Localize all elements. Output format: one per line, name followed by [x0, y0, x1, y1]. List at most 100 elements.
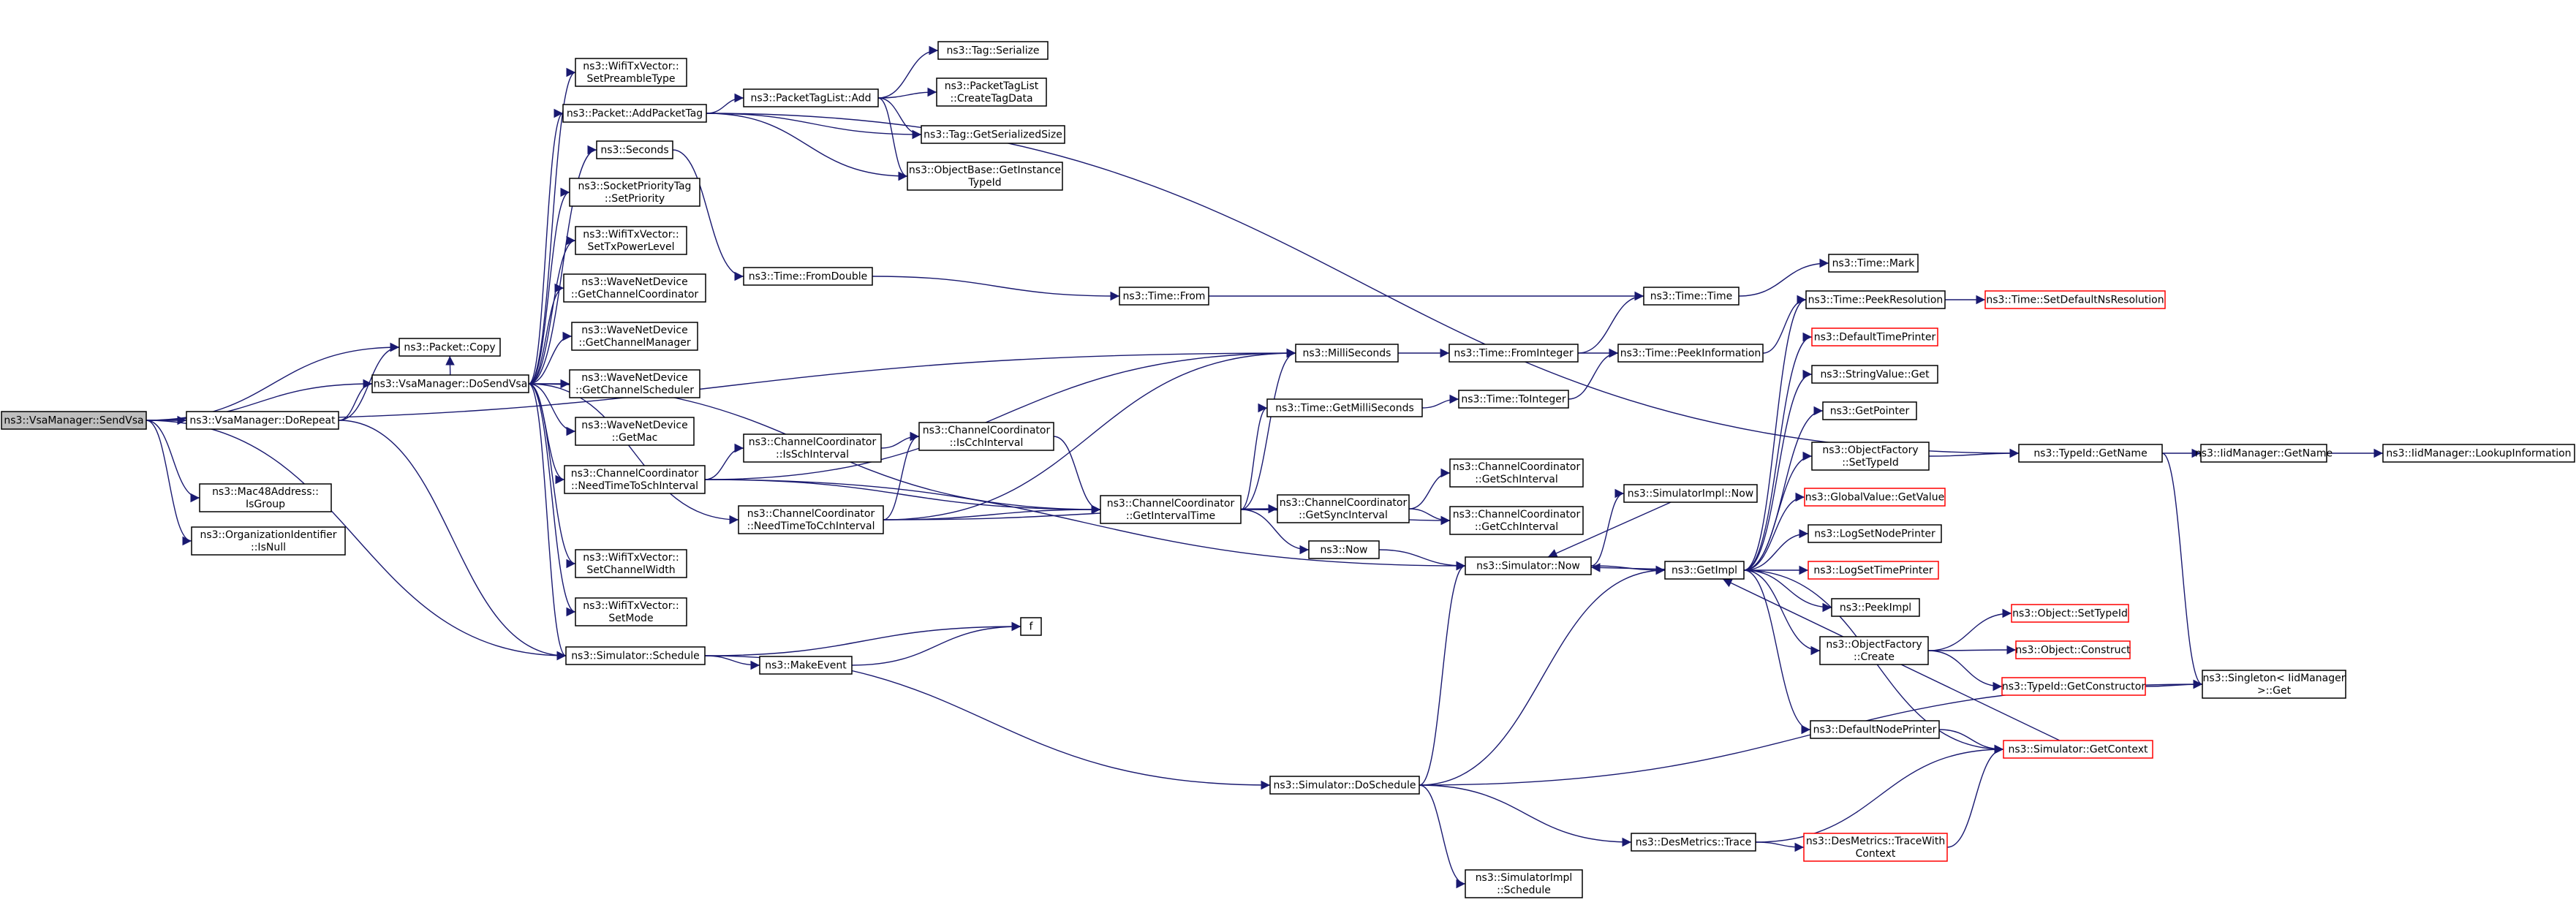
- node-orgnull[interactable]: ns3::OrganizationIdentifier::IsNull: [191, 526, 346, 556]
- node-box: [1295, 344, 1399, 363]
- node-desmtrace[interactable]: ns3::DesMetrics::Trace: [1631, 833, 1756, 852]
- node-timetime[interactable]: ns3::Time::Time: [1643, 287, 1740, 306]
- node-label: ns3::MilliSeconds: [1303, 348, 1391, 360]
- node-getinterval[interactable]: ns3::ChannelCoordinator::GetIntervalTime: [1100, 495, 1242, 524]
- node-getcch[interactable]: ns3::ChannelCoordinator::GetCchInterval: [1449, 506, 1584, 535]
- node-objconstruct[interactable]: ns3::Object::Construct: [2015, 640, 2131, 659]
- node-ofsettype[interactable]: ns3::ObjectFactory::SetTypeId: [1811, 442, 1930, 471]
- edge-ofcreate-to-objconstruct: [1927, 645, 2017, 655]
- node-getmillis[interactable]: ns3::Time::GetMilliSeconds: [1266, 398, 1423, 417]
- node-gvgetvalue[interactable]: ns3::GlobalValue::GetValue: [1804, 488, 1946, 507]
- node-ptlAdd[interactable]: ns3::PacketTagList::Add: [743, 88, 879, 107]
- node-preamble[interactable]: ns3::WifiTxVector::SetPreambleType: [575, 58, 687, 87]
- node-seconds[interactable]: ns3::Seconds: [596, 140, 673, 159]
- edge-typeidname-to-singleton: [2161, 452, 2203, 689]
- node-simimplnow[interactable]: ns3::SimulatorImpl::Now: [1623, 484, 1758, 503]
- node-tagsize[interactable]: ns3::Tag::GetSerializedSize: [921, 125, 1065, 144]
- node-box: [1119, 287, 1209, 306]
- edge-simnow-to-simimplnow: [1590, 488, 1625, 567]
- node-millis[interactable]: ns3::MilliSeconds: [1295, 344, 1399, 363]
- node-schedule[interactable]: ns3::Simulator::Schedule: [565, 646, 706, 665]
- node-label: ns3::Object::Construct: [2015, 645, 2131, 656]
- node-getchmgr[interactable]: ns3::WaveNetDevice::GetChannelManager: [571, 322, 698, 351]
- node-getmac[interactable]: ns3::WaveNetDevice::GetMac: [575, 417, 695, 446]
- node-getimpl[interactable]: ns3::GetImpl: [1664, 561, 1745, 580]
- node-iidgetname[interactable]: ns3::IidManager::GetName: [2195, 444, 2333, 463]
- node-issch[interactable]: ns3::ChannelCoordinator::IsSchInterval: [743, 433, 882, 463]
- node-mac48[interactable]: ns3::Mac48Address::IsGroup: [199, 483, 332, 512]
- node-timefrom[interactable]: ns3::Time::From: [1119, 287, 1209, 306]
- node-logsetnode[interactable]: ns3::LogSetNodePrinter: [1808, 524, 1942, 543]
- node-f[interactable]: f: [1020, 617, 1042, 636]
- edge-ofcreate-to-objsettype: [1927, 608, 2012, 651]
- node-peekres[interactable]: ns3::Time::PeekResolution: [1805, 290, 1946, 309]
- node-addtag[interactable]: ns3::Packet::AddPacketTag: [562, 104, 707, 123]
- node-dosendvsa[interactable]: ns3::VsaManager::DoSendVsa: [371, 374, 529, 393]
- node-typeidctor[interactable]: ns3::TypeId::GetConstructor: [2001, 677, 2146, 696]
- edge-getimpl-to-deftimeprinter: [1743, 332, 1813, 571]
- node-peekimpl[interactable]: ns3::PeekImpl: [1831, 598, 1920, 617]
- node-setmode[interactable]: ns3::WifiTxVector::SetMode: [575, 597, 687, 626]
- node-logsettime[interactable]: ns3::LogSetTimePrinter: [1808, 561, 1939, 580]
- node-simnow[interactable]: ns3::Simulator::Now: [1465, 556, 1592, 575]
- node-setdefres[interactable]: ns3::Time::SetDefaultNsResolution: [1984, 290, 2166, 309]
- node-txpower[interactable]: ns3::WifiTxVector::SetTxPowerLevel: [575, 226, 687, 255]
- node-label: SetPreambleType: [586, 73, 675, 85]
- node-createtag[interactable]: ns3::PacketTagList::CreateTagData: [936, 77, 1047, 107]
- node-getpointer[interactable]: ns3::GetPointer: [1822, 401, 1917, 420]
- node-frominteger[interactable]: ns3::Time::FromInteger: [1448, 344, 1579, 363]
- edge-desmtrace-to-tracewith: [1755, 841, 1805, 852]
- node-label: ns3::DefaultNodePrinter: [1813, 724, 1937, 736]
- node-label: ns3::Tag::GetSerializedSize: [923, 129, 1062, 141]
- node-iscch[interactable]: ns3::ChannelCoordinator::IsCchInterval: [918, 422, 1054, 451]
- node-doschedule[interactable]: ns3::Simulator::DoSchedule: [1269, 776, 1420, 795]
- node-singleton[interactable]: ns3::Singleton< IidManager >::Get: [2202, 670, 2346, 699]
- node-timemark[interactable]: ns3::Time::Mark: [1828, 254, 1919, 273]
- node-defnodeprinter[interactable]: ns3::DefaultNodePrinter: [1810, 720, 1940, 739]
- node-label: ns3::DesMetrics::Trace: [1636, 837, 1752, 849]
- node-now[interactable]: ns3::Now: [1308, 540, 1380, 559]
- node-getsync[interactable]: ns3::ChannelCoordinator::GetSyncInterval: [1277, 494, 1410, 523]
- edge-sendvsa-to-mac48: [146, 420, 200, 503]
- node-label: ns3::Packet::Copy: [404, 342, 495, 354]
- node-label: ::GetChannelManager: [578, 337, 690, 349]
- node-sendvsa[interactable]: ns3::VsaManager::SendVsa: [1, 411, 147, 430]
- node-simimplsched[interactable]: ns3::SimulatorImpl::Schedule: [1465, 869, 1583, 898]
- node-objsettype[interactable]: ns3::Object::SetTypeId: [2011, 604, 2129, 623]
- node-tointeger[interactable]: ns3::Time::ToInteger: [1458, 390, 1569, 409]
- node-getchcoord[interactable]: ns3::WaveNetDevice::GetChannelCoordinato…: [563, 273, 706, 303]
- node-strget[interactable]: ns3::StringValue::Get: [1811, 365, 1938, 384]
- edge-getimpl-to-logsetnode: [1743, 529, 1809, 571]
- node-box: [2011, 604, 2129, 623]
- node-label: ns3::SocketPriorityTag: [578, 181, 692, 192]
- node-box: [1458, 390, 1569, 409]
- node-label: ns3::Packet::AddPacketTag: [567, 108, 703, 120]
- node-chwidth[interactable]: ns3::WifiTxVector::SetChannelWidth: [575, 549, 687, 578]
- node-makeevent[interactable]: ns3::MakeEvent: [759, 656, 853, 675]
- node-getsch[interactable]: ns3::ChannelCoordinator::GetSchInterval: [1449, 458, 1584, 488]
- node-pktcopy[interactable]: ns3::Packet::Copy: [399, 338, 501, 357]
- node-peekinfo[interactable]: ns3::Time::PeekInformation: [1617, 344, 1764, 363]
- node-deftimeprinter[interactable]: ns3::DefaultTimePrinter: [1811, 327, 1938, 347]
- node-label: ns3::Simulator::GetContext: [2008, 744, 2148, 756]
- node-box: [1, 411, 147, 430]
- node-needcch[interactable]: ns3::ChannelCoordinator::NeedTimeToCchIn…: [738, 505, 884, 534]
- node-fromdouble[interactable]: ns3::Time::FromDouble: [743, 267, 873, 286]
- node-simgetctx[interactable]: ns3::Simulator::GetContext: [2003, 740, 2153, 759]
- edge-getimpl-to-simnow: [1590, 563, 1666, 572]
- edge-getimpl-to-peekimpl: [1743, 569, 1832, 613]
- edge-layer: [146, 45, 2383, 889]
- node-needsch[interactable]: ns3::ChannelCoordinator::NeedTimeToSchIn…: [564, 465, 706, 494]
- edge-desmtrace-to-simgetctx: [1755, 744, 2004, 843]
- edge-dosendvsa-to-getchcoord: [528, 283, 564, 385]
- node-doRepeat[interactable]: ns3::VsaManager::DoRepeat: [186, 411, 339, 430]
- node-iidlookup[interactable]: ns3::IidManager::LookupInformation: [2382, 444, 2575, 463]
- node-typeidname[interactable]: ns3::TypeId::GetName: [2018, 444, 2163, 463]
- node-tagser[interactable]: ns3::Tag::Serialize: [937, 41, 1049, 60]
- node-ofcreate[interactable]: ns3::ObjectFactory::Create: [1819, 636, 1929, 665]
- node-sockprio[interactable]: ns3::SocketPriorityTag::SetPriority: [569, 178, 700, 207]
- node-label: ns3::WifiTxVector::: [583, 229, 679, 241]
- node-getchsched[interactable]: ns3::WaveNetDevice::GetChannelScheduler: [569, 369, 700, 398]
